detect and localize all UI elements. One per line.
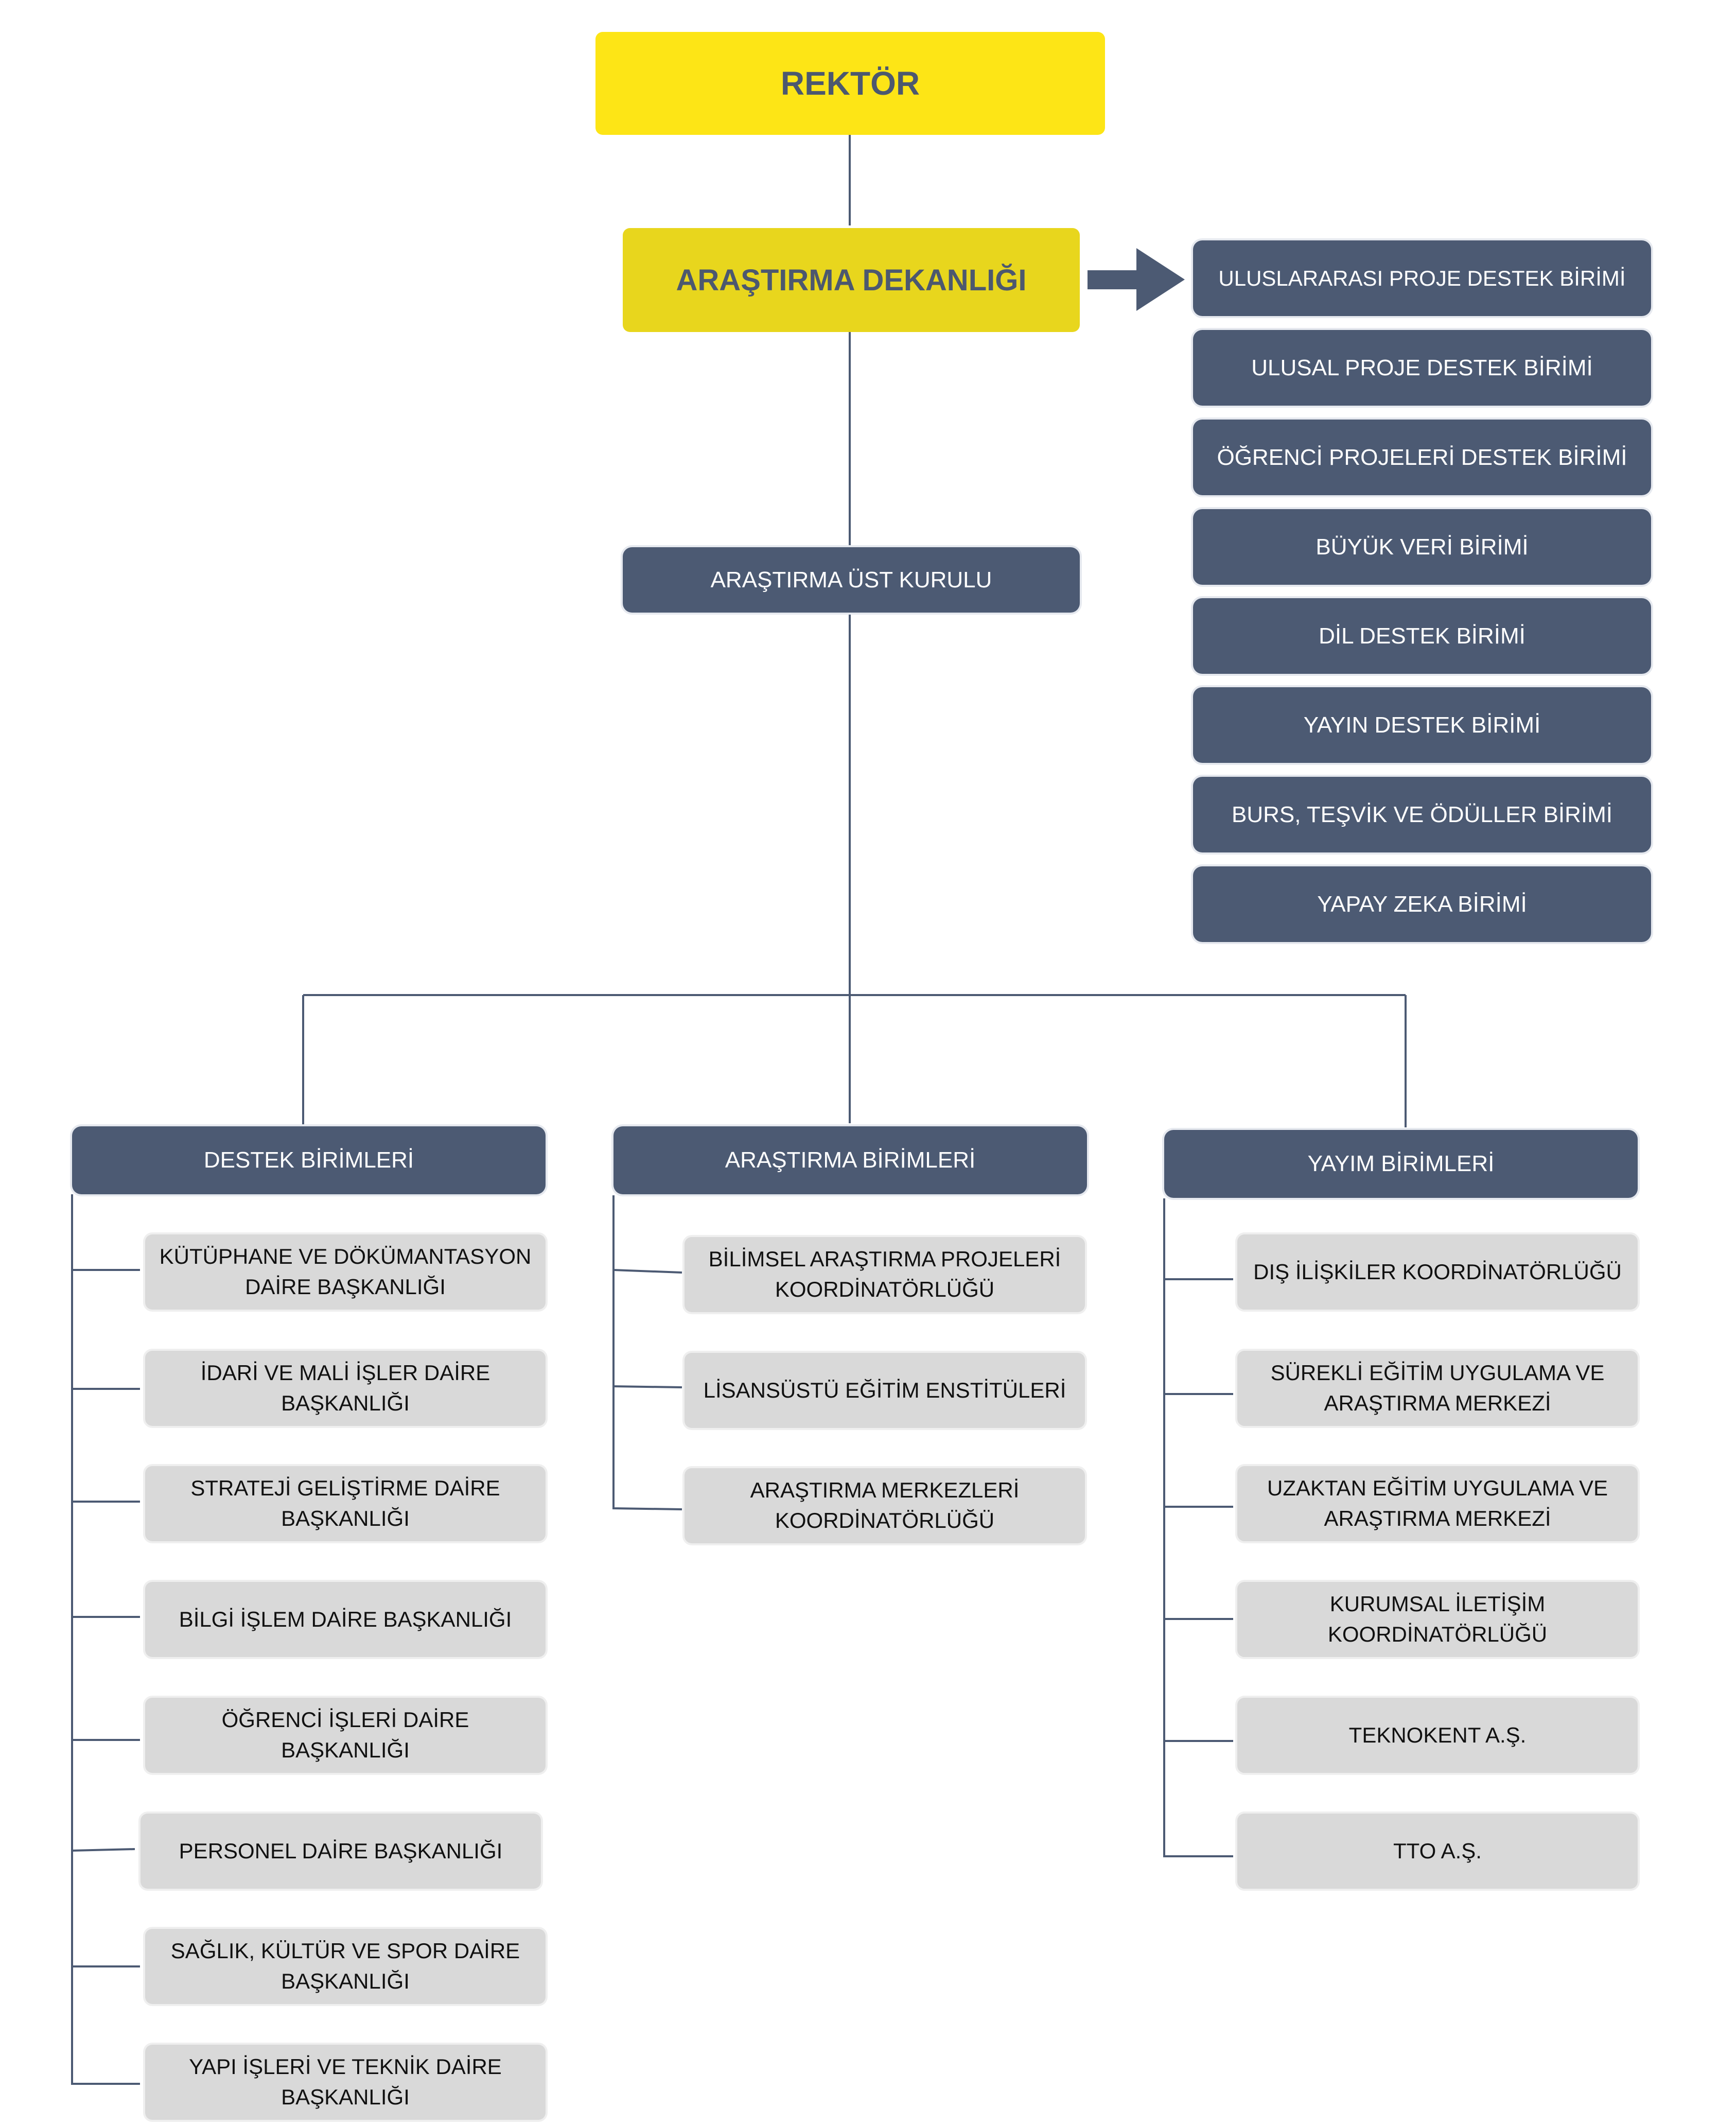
- yayim-item: DIŞ İLİŞKİLER KOORDİNATÖRLÜĞÜ: [1237, 1234, 1638, 1310]
- connector-middle-spine: [612, 1195, 682, 1510]
- destek-item: PERSONEL DAİRE BAŞKANLIĞI: [141, 1814, 541, 1889]
- connector-middle-2: [613, 1385, 682, 1388]
- board-box: ARAŞTIRMA ÜST KURULU: [623, 547, 1080, 613]
- unit-box: YAPAY ZEKA BİRİMİ: [1193, 866, 1651, 942]
- yayim-item: SÜREKLİ EĞİTİM UYGULAMA VE ARAŞTIRMA MER…: [1237, 1351, 1638, 1426]
- unit-box: DİL DESTEK BİRİMİ: [1193, 598, 1651, 674]
- destek-item: KÜTÜPHANE VE DÖKÜMANTASYON DAİRE BAŞKANL…: [145, 1234, 546, 1310]
- destek-item: İDARİ VE MALİ İŞLER DAİRE BAŞKANLIĞI: [145, 1351, 546, 1426]
- arastirma-item: BİLİMSEL ARAŞTIRMA PROJELERİ KOORDİNATÖR…: [685, 1237, 1085, 1312]
- destek-item: BİLGİ İŞLEM DAİRE BAŞKANLIĞI: [145, 1582, 546, 1657]
- unit-box: BURS, TEŞVİK VE ÖDÜLLER BİRİMİ: [1193, 777, 1651, 852]
- dean-box: ARAŞTIRMA DEKANLIĞI: [623, 228, 1080, 332]
- yayim-item: TEKNOKENT A.Ş.: [1237, 1698, 1638, 1773]
- connector-middle-1: [613, 1269, 682, 1274]
- rector-box: REKTÖR: [595, 32, 1105, 135]
- unit-box: YAYIN DESTEK BİRİMİ: [1193, 687, 1651, 763]
- unit-box: ULUSLARARASI PROJE DESTEK BİRİMİ: [1193, 240, 1651, 316]
- yayim-item: KURUMSAL İLETİŞİM KOORDİNATÖRLÜĞÜ: [1237, 1582, 1638, 1657]
- connector-left-6: [72, 1848, 135, 1852]
- unit-box: BÜYÜK VERİ BİRİMİ: [1193, 509, 1651, 585]
- arastirma-item: LİSANSÜSTÜ EĞİTİM ENSTİTÜLERİ: [685, 1353, 1085, 1428]
- unit-box: ÖĞRENCİ PROJELERİ DESTEK BİRİMİ: [1193, 420, 1651, 495]
- destek-item: YAPI İŞLERİ VE TEKNİK DAİRE BAŞKANLIĞI: [145, 2045, 546, 2120]
- yayim-item: UZAKTAN EĞİTİM UYGULAMA VE ARAŞTIRMA MER…: [1237, 1466, 1638, 1541]
- destek-item: ÖĞRENCİ İŞLERİ DAİRE BAŞKANLIĞI: [145, 1698, 546, 1773]
- arastirma-item: ARAŞTIRMA MERKEZLERİ KOORDİNATÖRLÜĞÜ: [685, 1468, 1085, 1543]
- column-header-destek: DESTEK BİRİMLERİ: [72, 1126, 546, 1194]
- connector-right-spine: [1163, 1198, 1233, 1857]
- yayim-item: TTO A.Ş.: [1237, 1814, 1638, 1889]
- column-header-arastirma: ARAŞTIRMA BİRİMLERİ: [613, 1126, 1087, 1194]
- connector-left-spine: [71, 1194, 140, 2085]
- destek-item: STRATEJİ GELİŞTİRME DAİRE BAŞKANLIĞI: [145, 1466, 546, 1541]
- unit-box: ULUSAL PROJE DESTEK BİRİMİ: [1193, 330, 1651, 406]
- column-header-yayim: YAYIM BİRİMLERİ: [1164, 1130, 1638, 1198]
- arrow-right-icon: [1088, 248, 1185, 311]
- destek-item: SAĞLIK, KÜLTÜR VE SPOR DAİRE BAŞKANLIĞI: [145, 1929, 546, 2004]
